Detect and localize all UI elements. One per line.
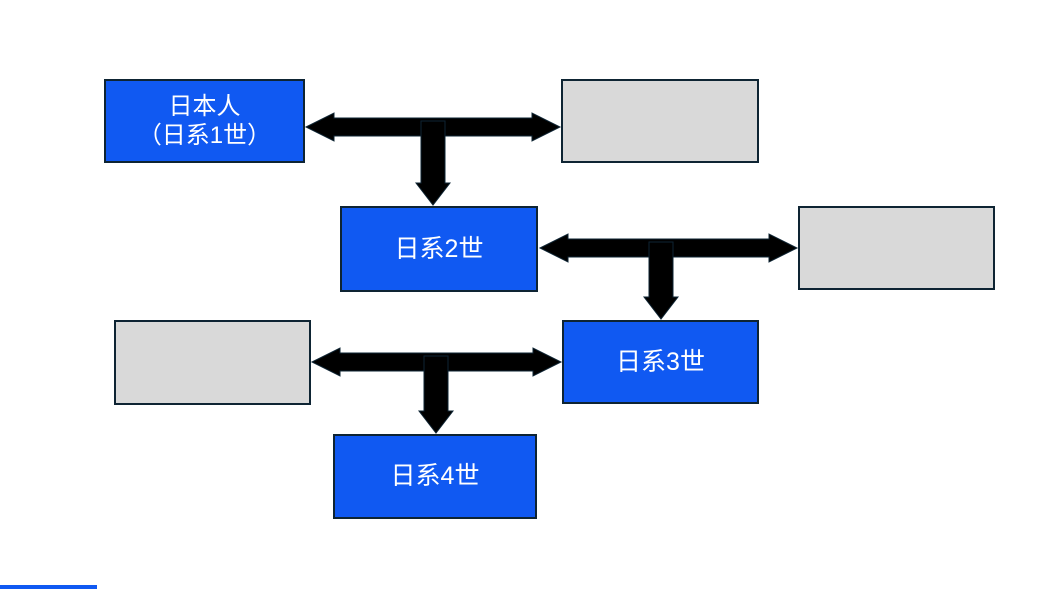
bottom-accent-bar [0, 585, 97, 589]
node-spouse-top [561, 79, 759, 163]
node-nikkei-4sei: 日系4世 [333, 434, 537, 519]
marriage-arrow-2 [538, 233, 799, 263]
node-label: 日系2世 [394, 234, 484, 263]
descent-arrow-2 [642, 241, 680, 320]
marriage-arrow-3 [310, 347, 563, 377]
node-nikkei-2sei: 日系2世 [340, 206, 538, 292]
node-label: 日本人 [168, 92, 241, 120]
node-nikkei-3sei: 日系3世 [562, 320, 759, 404]
node-label: 日系3世 [616, 347, 705, 376]
descent-arrow-3 [417, 355, 455, 434]
node-label: （日系1世） [137, 122, 272, 149]
marriage-arrow-1 [304, 112, 562, 142]
node-spouse-left [114, 320, 311, 405]
node-spouse-right [798, 206, 995, 290]
descent-arrow-1 [414, 120, 452, 206]
node-label: 日系4世 [390, 462, 480, 491]
node-nikkei-1sei: 日本人 （日系1世） [104, 79, 305, 163]
